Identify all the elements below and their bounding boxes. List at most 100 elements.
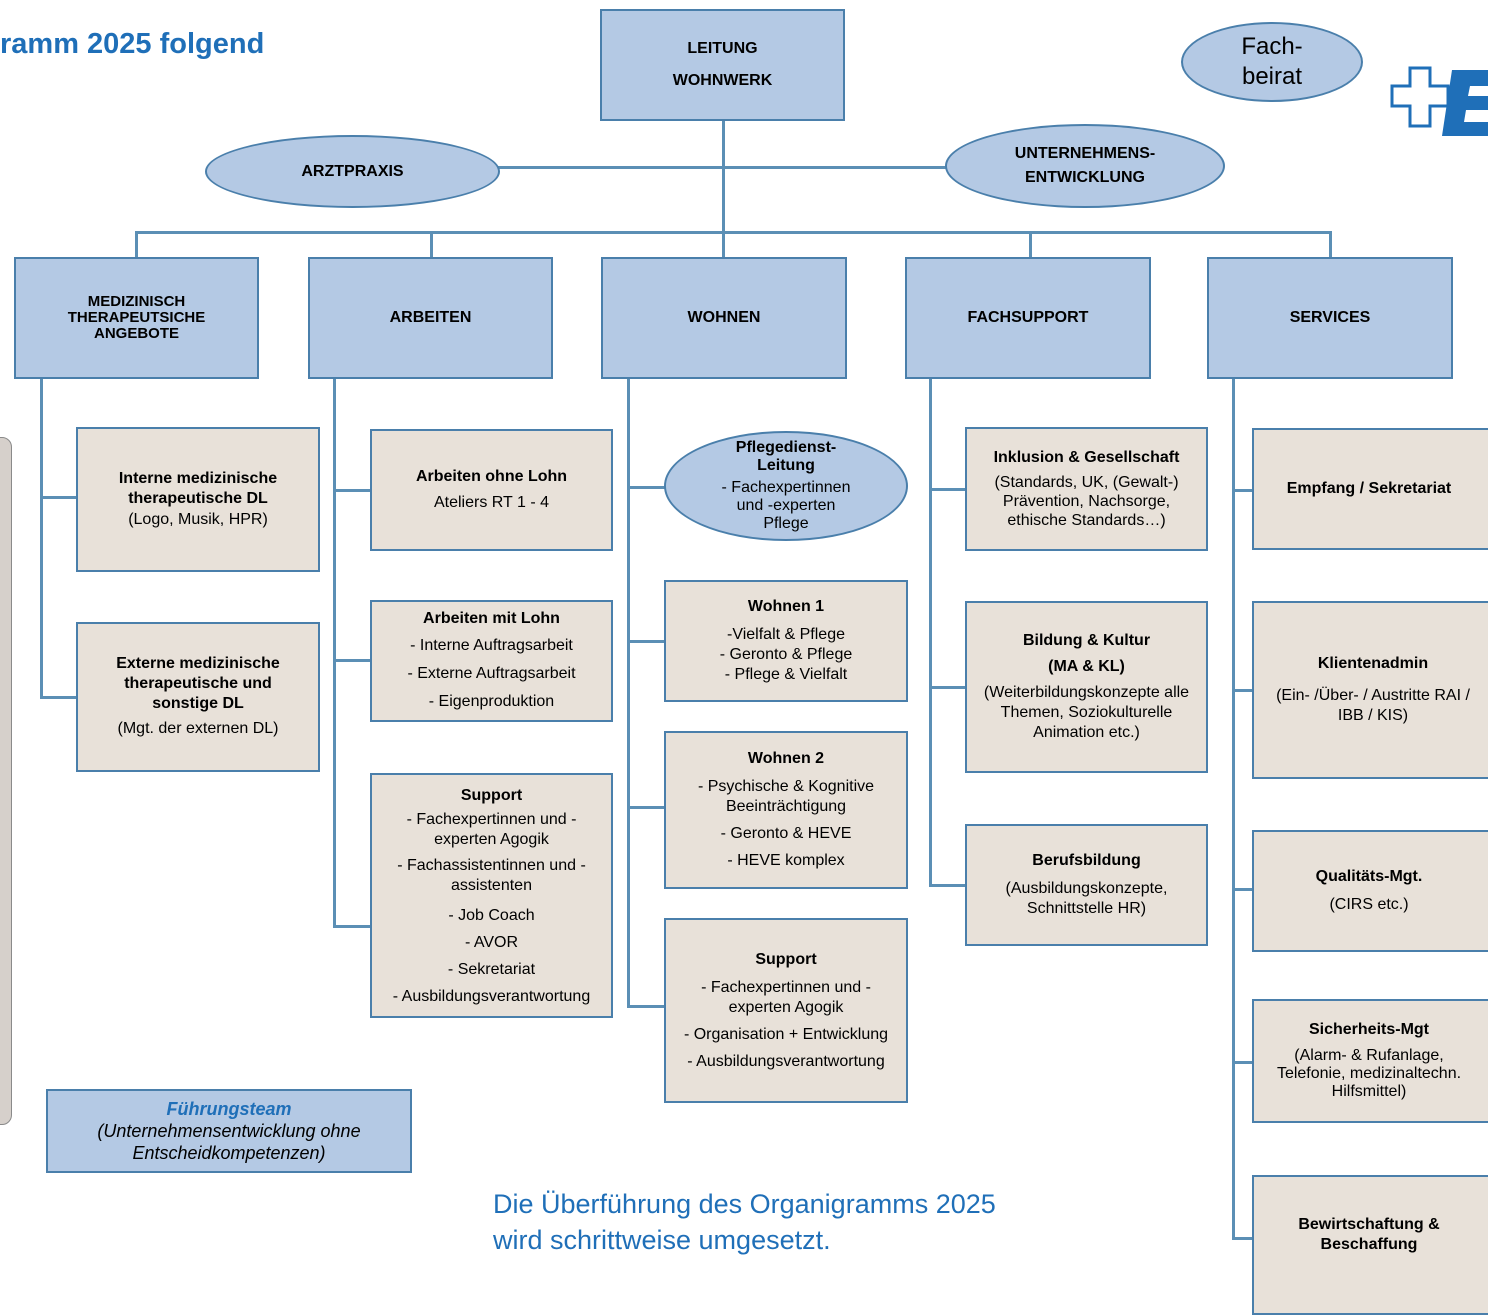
unit-arbeiten-support-item: experten Agogik (434, 830, 549, 848)
connector-wohnen-vertical (627, 378, 630, 1007)
unit-klientenadmin: Klientenadmin (Ein- /Über- / Austritte R… (1252, 601, 1488, 779)
unit-wohnen-support-item: - Ausbildungsverantwortung (687, 1052, 885, 1070)
unit-bewirtschaftung-title2: Beschaffung (1320, 1236, 1418, 1253)
legend-fuehrungsteam-title: Führungsteam (166, 1099, 292, 1119)
unit-mit-lohn-item: - Interne Auftragsarbeit (410, 637, 573, 654)
side-panel (0, 437, 12, 1125)
unit-wohnen2-item: - Geronto & HEVE (720, 825, 852, 842)
connector-wohnen-2 (627, 640, 665, 643)
unit-wohnen2-item: - Psychische & Kognitive (697, 778, 875, 795)
unit-pflegedienstleitung: Pflegedienst- Leitung - Fachexpertinnen … (664, 431, 908, 541)
connector-wohnen (722, 231, 725, 258)
dept-services: SERVICES (1207, 257, 1453, 379)
unit-klientenadmin-title: Klientenadmin (1317, 655, 1429, 672)
unit-wohnen1-item: -Vielfalt & Pflege (727, 626, 845, 643)
unit-qualitaet-item: (CIRS etc.) (1329, 896, 1409, 913)
legend-fuehrungsteam-line1: (Unternehmensentwicklung ohne (97, 1121, 361, 1141)
unit-pflegedienst-desc: Pflege (763, 515, 809, 532)
unit-wohnen-support: Support - Fachexpertinnen und - experten… (664, 918, 908, 1103)
connector-fachsupport-3 (929, 884, 966, 887)
unit-wohnen1-item: - Geronto & Pflege (719, 646, 853, 663)
connector-staff (498, 166, 946, 169)
unit-empfang: Empfang / Sekretariat (1252, 428, 1488, 550)
unit-qualitaet: Qualitäts-Mgt. (CIRS etc.) (1252, 830, 1488, 952)
unit-bildung-kultur: Bildung & Kultur (MA & KL) (Weiterbildun… (965, 601, 1208, 773)
connector-services-vertical (1232, 378, 1235, 1240)
dept-arbeiten-label: ARBEITEN (389, 309, 472, 326)
connector-arbeiten-1 (333, 489, 371, 492)
node-fachbeirat: Fach- beirat (1181, 22, 1363, 102)
unit-bewirtschaftung-title1: Bewirtschaftung & (1298, 1216, 1440, 1233)
unit-inklusion: Inklusion & Gesellschaft (Standards, UK,… (965, 427, 1208, 551)
connector-services-5 (1232, 1237, 1253, 1240)
dept-medizinisch-line2: THERAPEUTSICHE (67, 309, 206, 326)
unit-wohnen2-item: Beeinträchtigung (725, 798, 847, 815)
connector-arbeiten (430, 231, 433, 258)
unit-mit-lohn-item: - Eigenproduktion (428, 693, 555, 710)
unit-arbeiten-support-item: - Job Coach (448, 906, 535, 924)
dept-services-label: SERVICES (1289, 309, 1371, 326)
node-ue-line1: UNTERNEHMENS- (1014, 145, 1156, 162)
node-leitung-line1: LEITUNG (687, 40, 758, 57)
unit-sicherheit-item: (Alarm- & Rufanlage, (1294, 1047, 1444, 1064)
node-arztpraxis-label: ARZTPRAXIS (301, 162, 404, 180)
connector-services-1 (1232, 489, 1253, 492)
unit-berufsbildung-title: Berufsbildung (1032, 852, 1141, 869)
unit-wohnen1-item: - Pflege & Vielfalt (724, 666, 848, 683)
unit-bewirtschaftung: Bewirtschaftung & Beschaffung (1252, 1175, 1488, 1315)
unit-wohnen2-title: Wohnen 2 (747, 750, 825, 767)
unit-interne-title2: therapeutische DL (128, 489, 268, 507)
unit-externe-title1: Externe medizinische (116, 655, 280, 672)
logo-icon (1390, 66, 1488, 136)
connector-wohnen-1 (627, 486, 665, 489)
unit-wohnen-1: Wohnen 1 -Vielfalt & Pflege - Geronto & … (664, 580, 908, 702)
unit-interne-title1: Interne medizinische (118, 469, 278, 487)
unit-externe-desc: (Mgt. der externen DL) (117, 720, 279, 737)
unit-arbeiten-ohne-lohn: Arbeiten ohne Lohn Ateliers RT 1 - 4 (370, 429, 613, 551)
unit-berufsbildung: Berufsbildung (Ausbildungskonzepte, Schn… (965, 824, 1208, 946)
unit-arbeiten-support-item: - Fachexpertinnen und - (406, 810, 577, 828)
unit-klientenadmin-item: (Ein- /Über- / Austritte RAI / (1276, 687, 1470, 704)
unit-bildung-item: (Weiterbildungskonzepte alle (983, 684, 1190, 701)
implementation-note: Die Überführung des Organigramms 2025 wi… (493, 1186, 996, 1258)
unit-ohne-lohn-desc: Ateliers RT 1 - 4 (433, 494, 549, 511)
unit-interne-dl: Interne medizinische therapeutische DL (… (76, 427, 320, 572)
connector-medizinisch-2 (40, 696, 77, 699)
connector-fachsupport-vertical (929, 378, 932, 886)
unit-externe-title2: therapeutische und (124, 675, 272, 692)
connector-services-2 (1232, 689, 1253, 692)
unit-sicherheit: Sicherheits-Mgt (Alarm- & Rufanlage, Tel… (1252, 999, 1488, 1123)
unit-inklusion-item: ethische Standards…) (1007, 512, 1166, 529)
connector-root (722, 120, 725, 232)
unit-pflegedienst-desc: und -experten (736, 497, 836, 514)
unit-arbeiten-support-item: - Sekretariat (447, 960, 536, 978)
unit-wohnen-2: Wohnen 2 - Psychische & Kognitive Beeint… (664, 731, 908, 889)
unit-berufsbildung-item: (Ausbildungskonzepte, (1005, 880, 1168, 897)
connector-services (1329, 231, 1332, 258)
connector-departments (135, 231, 1331, 234)
unit-bildung-item: Themen, Soziokulturelle (1000, 704, 1173, 721)
connector-fachsupport-2 (929, 686, 966, 689)
unit-externe-title3: sonstige DL (152, 695, 244, 712)
connector-fachsupport (1029, 231, 1032, 258)
dept-wohnen: WOHNEN (601, 257, 847, 379)
node-fachbeirat-line2: beirat (1241, 63, 1303, 90)
node-leitung-line2: WOHNWERK (672, 72, 773, 89)
node-unternehmensentwicklung: UNTERNEHMENS- ENTWICKLUNG (945, 124, 1225, 208)
dept-medizinisch: MEDIZINISCH THERAPEUTSICHE ANGEBOTE (14, 257, 259, 379)
unit-arbeiten-support-item: - Fachassistentinnen und - (397, 856, 586, 874)
unit-wohnen-support-item: - Fachexpertinnen und - (701, 978, 871, 996)
unit-empfang-title: Empfang / Sekretariat (1286, 480, 1452, 497)
unit-mit-lohn-title: Arbeiten mit Lohn (423, 610, 560, 627)
unit-berufsbildung-item: Schnittstelle HR) (1026, 900, 1147, 917)
connector-wohnen-3 (627, 806, 665, 809)
dept-fachsupport: FACHSUPPORT (905, 257, 1151, 379)
unit-bildung-title2: (MA & KL) (1048, 658, 1125, 675)
unit-pflegedienst-title1: Pflegedienst- (735, 439, 837, 456)
connector-wohnen-4 (627, 1005, 665, 1008)
unit-arbeiten-support-item: assistenten (451, 876, 532, 894)
node-arztpraxis: ARZTPRAXIS (205, 135, 500, 208)
connector-arbeiten-vertical (333, 378, 336, 927)
connector-services-3 (1232, 888, 1253, 891)
dept-arbeiten: ARBEITEN (308, 257, 553, 379)
